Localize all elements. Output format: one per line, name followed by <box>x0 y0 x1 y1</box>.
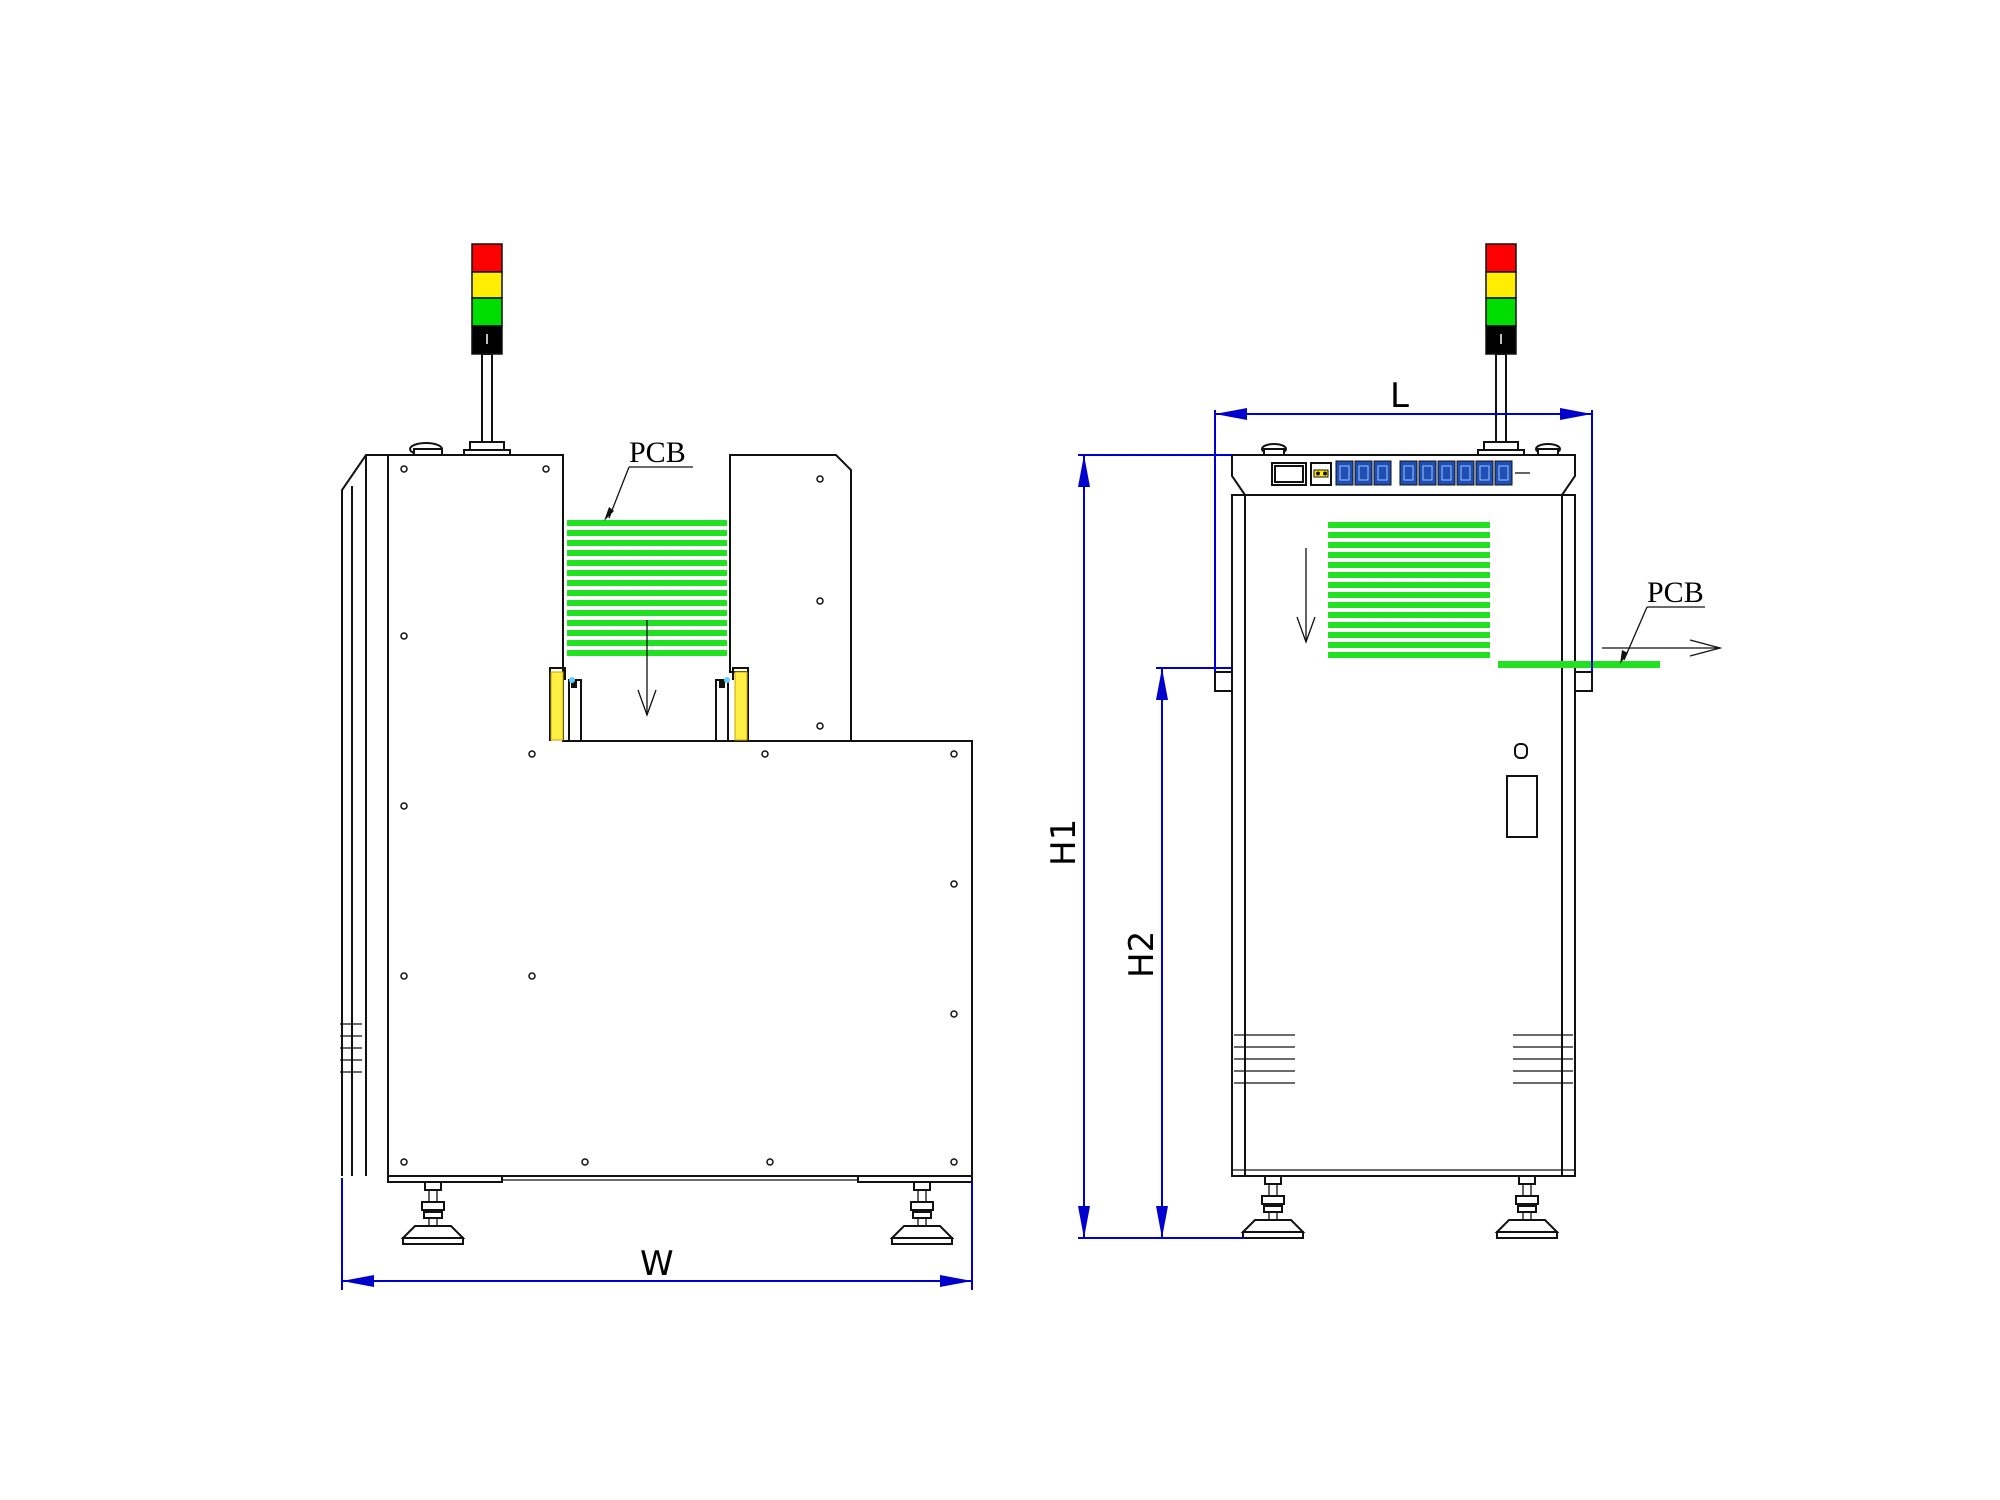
front-top-knobs <box>1261 443 1561 456</box>
dimension-l: L <box>1214 376 1593 672</box>
bolt <box>528 750 536 758</box>
pcb-board <box>1328 572 1490 578</box>
pcb-board <box>1328 552 1490 558</box>
front-view: PCB L H1 <box>1044 243 1723 1239</box>
side-pcb-label: PCB <box>629 436 686 469</box>
pcb-board <box>1328 612 1490 618</box>
bolt <box>542 465 550 473</box>
control-button[interactable] <box>1373 460 1392 486</box>
pcb-board <box>1328 602 1490 608</box>
bolt <box>950 1158 958 1166</box>
control-button[interactable] <box>1494 460 1513 486</box>
bolt <box>400 972 408 980</box>
side-right-clamp <box>715 667 749 742</box>
pcb-board <box>567 550 727 556</box>
bolt <box>816 722 824 730</box>
bolt <box>400 465 408 473</box>
pcb-board <box>567 520 727 526</box>
pcb-board <box>1328 592 1490 598</box>
front-control-buttons[interactable] <box>1335 460 1530 486</box>
bolt <box>950 880 958 888</box>
front-pcb-label: PCB <box>1647 576 1704 609</box>
side-left-clamp <box>549 667 582 742</box>
front-output-pcb <box>1498 661 1660 668</box>
bolt <box>528 972 536 980</box>
front-foot-right <box>1494 1175 1560 1239</box>
pcb-board <box>1328 632 1490 638</box>
pcb-board <box>567 610 727 616</box>
dimension-h2-label: H2 <box>1122 931 1162 978</box>
pcb-board <box>567 580 727 586</box>
pcb-board <box>1328 562 1490 568</box>
pcb-board <box>567 600 727 606</box>
side-foot-right <box>889 1181 955 1245</box>
side-down-arrow-icon <box>637 620 657 717</box>
pcb-board <box>1328 652 1490 658</box>
side-bolts <box>400 465 958 1166</box>
control-button[interactable] <box>1354 460 1373 486</box>
front-cabinet <box>1231 494 1576 1177</box>
front-vents <box>1234 1034 1573 1084</box>
pcb-board <box>1328 642 1490 648</box>
pcb-board <box>1328 622 1490 628</box>
pcb-board <box>567 560 727 566</box>
bolt <box>816 597 824 605</box>
pcb-board <box>567 530 727 536</box>
bolt <box>950 750 958 758</box>
pcb-board <box>1328 532 1490 538</box>
side-foot-left <box>400 1181 466 1245</box>
dimension-h1-label: H1 <box>1044 819 1084 866</box>
bolt <box>766 1158 774 1166</box>
front-door-handle[interactable] <box>1506 775 1538 838</box>
pcb-board <box>567 570 727 576</box>
front-output-arrow-icon <box>1602 639 1723 657</box>
bolt <box>400 1158 408 1166</box>
dimension-w: W <box>341 1178 973 1290</box>
bolt <box>816 475 824 483</box>
control-button[interactable] <box>1399 460 1418 486</box>
dimension-h2: H2 <box>1122 667 1232 1238</box>
side-signal-tower <box>463 243 511 457</box>
front-down-arrow-icon <box>1296 548 1316 644</box>
side-pcb-callout: PCB <box>604 436 693 521</box>
front-signal-tower <box>1477 243 1525 457</box>
bolt <box>400 632 408 640</box>
bolt <box>761 750 769 758</box>
control-button[interactable] <box>1475 460 1494 486</box>
side-view: PCB W <box>340 243 973 1290</box>
control-button[interactable] <box>1418 460 1437 486</box>
pcb-board <box>1328 582 1490 588</box>
front-door-lock-icon[interactable] <box>1514 743 1528 759</box>
side-left-panel <box>340 454 389 1176</box>
pcb-board <box>1328 542 1490 548</box>
dimension-w-label: W <box>640 1244 674 1284</box>
control-button[interactable] <box>1335 460 1354 486</box>
bolt <box>950 1010 958 1018</box>
bolt <box>581 1158 589 1166</box>
side-top-knob <box>409 442 443 456</box>
control-button[interactable] <box>1437 460 1456 486</box>
pcb-board <box>567 540 727 546</box>
front-foot-left <box>1240 1175 1306 1239</box>
dimension-l-label: L <box>1390 376 1409 416</box>
control-button[interactable] <box>1456 460 1475 486</box>
pcb-board <box>567 590 727 596</box>
front-pcb-callout: PCB <box>1620 576 1705 664</box>
front-brackets <box>1214 671 1593 692</box>
bolt <box>400 802 408 810</box>
pcb-board <box>1328 522 1490 528</box>
front-pcb-stack <box>1328 522 1490 658</box>
front-key-switch-icon <box>1310 462 1332 486</box>
